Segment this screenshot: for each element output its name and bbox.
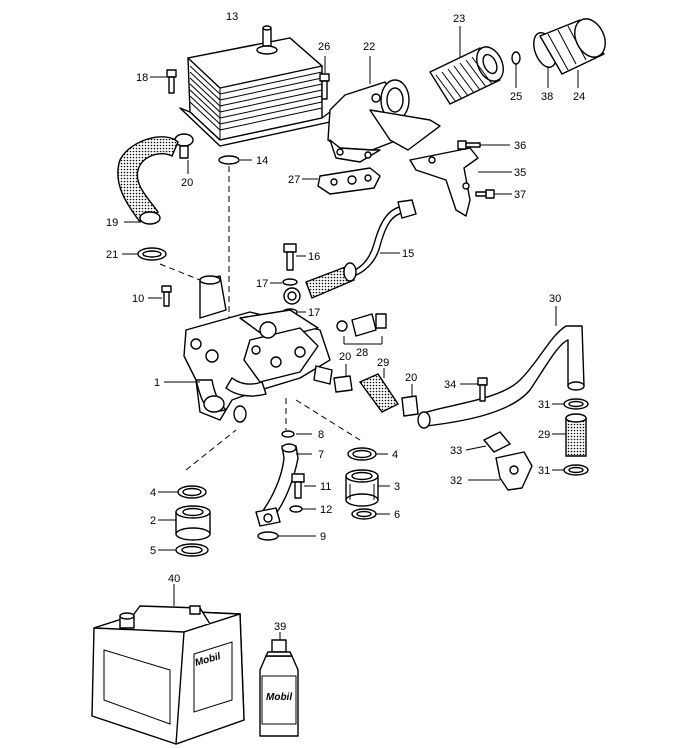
- hose-29a: [358, 368, 400, 413]
- label-11: 11: [320, 481, 331, 493]
- part-labels: 13 18 26 22 23 25 38 24 14 20 36 35 27 3…: [106, 11, 585, 703]
- label-33: 33: [450, 445, 462, 457]
- label-5: 5: [150, 545, 156, 557]
- bolt-18: [150, 69, 177, 94]
- plug-3: [345, 469, 390, 507]
- bolt-37: [475, 189, 512, 199]
- hose-clamp-31b: [552, 464, 589, 476]
- o-ring-5: [158, 543, 209, 557]
- label-32: 32: [450, 475, 462, 487]
- o-ring-4a: [158, 485, 207, 499]
- bolt-34: [460, 377, 488, 402]
- label-3: 3: [394, 481, 400, 493]
- bolt-16: [283, 243, 306, 271]
- label-6: 6: [394, 509, 400, 521]
- label-22: 22: [363, 41, 375, 53]
- hose-clamp-20a: [174, 133, 194, 174]
- label-26: 26: [318, 41, 330, 53]
- label-2: 2: [150, 515, 156, 527]
- label-29a: 29: [377, 357, 389, 369]
- label-17b: 17: [308, 307, 320, 319]
- hose-clamp-31a: [552, 398, 589, 410]
- bracket-32: [468, 451, 533, 491]
- label-20a: 20: [181, 177, 193, 189]
- label-37: 37: [514, 189, 526, 201]
- label-36: 36: [514, 140, 526, 152]
- label-4b: 4: [150, 487, 156, 499]
- bolt-10: [148, 285, 172, 307]
- label-31a: 31: [538, 399, 550, 411]
- label-17a: 17: [256, 278, 268, 290]
- oil-pipe-30: [417, 306, 585, 429]
- label-7: 7: [318, 449, 324, 461]
- fitting-20b: [333, 364, 353, 393]
- label-31b: 31: [538, 465, 550, 477]
- washer-17a: [270, 278, 298, 286]
- label-15: 15: [402, 248, 414, 260]
- banjo-hose: [283, 262, 357, 305]
- bolt-11: [291, 473, 316, 499]
- label-21: 21: [106, 249, 118, 261]
- washer-12: [289, 505, 316, 513]
- label-23: 23: [453, 13, 465, 25]
- gasket-27: [302, 167, 381, 195]
- label-34: 34: [444, 379, 456, 391]
- label-13: 13: [226, 11, 238, 23]
- label-9: 9: [320, 531, 326, 543]
- label-40: 40: [168, 573, 180, 585]
- oil-bottle: [259, 632, 299, 737]
- washer-9: [257, 531, 316, 541]
- oil-pipe-7: [255, 443, 312, 527]
- label-35: 35: [514, 167, 526, 179]
- label-12: 12: [320, 504, 332, 516]
- o-ring-14: [218, 155, 252, 330]
- label-39: 39: [274, 621, 286, 633]
- clip-33: [465, 431, 511, 453]
- oil-canister: [91, 584, 245, 745]
- label-20c: 20: [405, 372, 417, 384]
- label-8: 8: [318, 429, 324, 441]
- label-18: 18: [136, 72, 148, 84]
- o-ring-4b: [347, 447, 388, 461]
- label-14: 14: [256, 155, 268, 167]
- sensor-28: [336, 313, 387, 345]
- label-20b: 20: [339, 351, 351, 363]
- label-29b: 29: [538, 429, 550, 441]
- label-4a: 4: [392, 449, 398, 461]
- label-25: 25: [510, 91, 522, 103]
- label-19: 19: [106, 217, 118, 229]
- washer-6: [351, 508, 390, 520]
- coolant-hose-19: [117, 136, 179, 225]
- label-16: 16: [308, 251, 320, 263]
- hose-29b: [552, 413, 587, 457]
- fitting-20c: [401, 384, 419, 417]
- filter-cap: [533, 18, 606, 88]
- bottle-brand-mark: Mobil: [266, 692, 292, 703]
- hose-clamp-21: [122, 247, 201, 281]
- oil-pipe-15: [347, 199, 417, 279]
- bolt-26: [319, 56, 330, 100]
- label-24: 24: [573, 91, 585, 103]
- label-28: 28: [356, 347, 368, 359]
- bolt-36: [457, 140, 510, 150]
- oil-cooler: [179, 25, 331, 147]
- label-10: 10: [132, 293, 144, 305]
- bracket-35: [409, 147, 512, 217]
- oil-filter-element: [429, 26, 504, 105]
- plug-2: [158, 505, 211, 541]
- washer-8: [281, 430, 312, 438]
- label-30: 30: [549, 293, 561, 305]
- oil-distribution-housing: [164, 275, 361, 471]
- label-38: 38: [541, 91, 553, 103]
- label-1: 1: [154, 377, 160, 389]
- label-27: 27: [288, 174, 300, 186]
- oil-filter-housing: [327, 56, 441, 163]
- o-ring-25: [511, 51, 521, 88]
